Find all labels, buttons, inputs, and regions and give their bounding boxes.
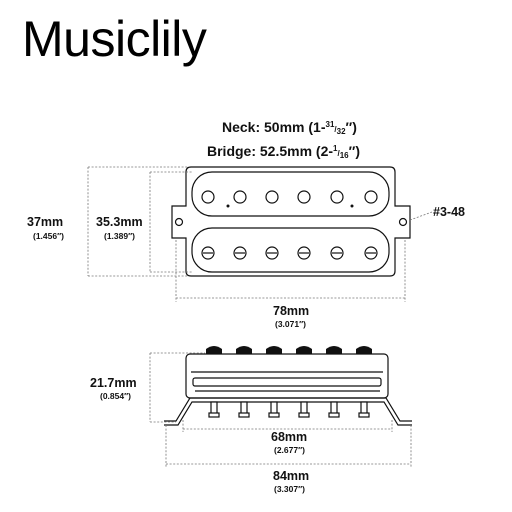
mount-spacing-in: (2.677″) [274, 445, 305, 455]
total-width-mm: 84mm [273, 469, 309, 483]
side-dimension-lines [149, 352, 412, 468]
bridge-spec: Bridge: 52.5mm (2-1/16″) [207, 143, 360, 160]
baseplate-width-mm: 78mm [273, 304, 309, 318]
coil-bottom [191, 227, 390, 273]
pole-screws-bottom [201, 246, 378, 260]
screw-size: #3-48 [433, 205, 465, 219]
overall-height-mm: 37mm [27, 215, 63, 229]
neck-spec: Neck: 50mm (1-31/32″) [222, 119, 357, 136]
side-height-in: (0.854″) [100, 391, 131, 401]
pickup-top-view [171, 166, 411, 277]
coil-top [191, 171, 390, 217]
brand-title: Musiclily [22, 11, 207, 67]
pickup-side-view [164, 346, 412, 426]
mount-hole-right [398, 217, 408, 227]
mount-spacing-mm: 68mm [271, 430, 307, 444]
side-screw-heads [206, 346, 372, 354]
side-height-mm: 21.7mm [90, 376, 137, 390]
mount-hole-left [174, 217, 184, 227]
side-pole-screws [208, 401, 370, 418]
top-dimension-lines [87, 166, 433, 302]
overall-height-in: (1.456″) [33, 231, 64, 241]
coil-height-in: (1.389″) [104, 231, 135, 241]
total-width-in: (3.307″) [274, 484, 305, 494]
pole-pieces-top [201, 190, 378, 208]
coil-height-mm: 35.3mm [96, 215, 143, 229]
baseplate-width-in: (3.071″) [275, 319, 306, 329]
